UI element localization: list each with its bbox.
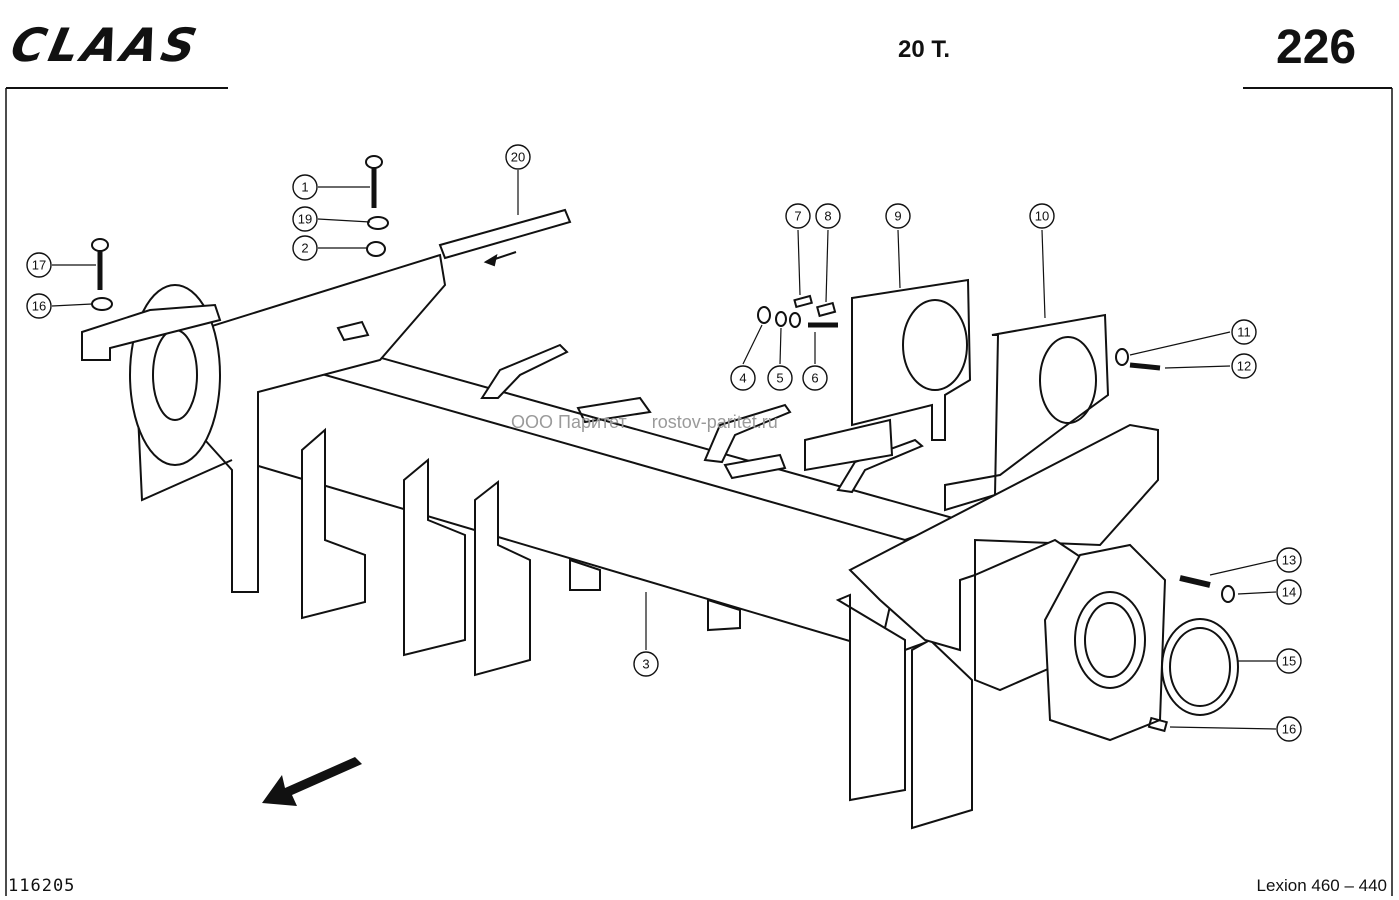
watermark: ООО Паритет rostov-paritet.ru <box>511 412 778 432</box>
callout-label: 20 <box>511 150 525 165</box>
callout-circle <box>292 206 318 232</box>
callout-10: 10 <box>1029 203 1055 229</box>
drawing-number: 116205 <box>8 876 76 896</box>
callout-circle <box>815 203 841 229</box>
clamp-block <box>81 303 222 361</box>
callout-label: 17 <box>32 258 46 273</box>
hardware <box>91 155 1235 733</box>
callout-circle <box>785 203 811 229</box>
callout-label: 1 <box>301 180 308 195</box>
callout-label: 2 <box>301 241 308 256</box>
callout-circle <box>1231 353 1257 379</box>
callout-label: 16 <box>32 299 46 314</box>
callout-label: 16 <box>1282 722 1296 737</box>
callout-circle <box>1231 319 1257 345</box>
callout-circle <box>885 203 911 229</box>
callout-15: 15 <box>1276 648 1302 674</box>
callout-circle <box>26 293 52 319</box>
callout-label: 10 <box>1035 209 1049 224</box>
callout-13: 13 <box>1276 547 1302 573</box>
callout-20: 20 <box>505 144 531 170</box>
callout-label: 5 <box>776 371 783 386</box>
callout-label: 13 <box>1282 553 1296 568</box>
callout-circle <box>730 365 756 391</box>
mounting-plate-10 <box>944 313 1110 512</box>
callout-circle <box>802 365 828 391</box>
plate-strip <box>804 418 894 472</box>
callout-8: 8 <box>815 203 841 229</box>
callout-16: 16 <box>1276 716 1302 742</box>
callout-label: 9 <box>894 209 901 224</box>
callout-4: 4 <box>730 365 756 391</box>
callout-label: 6 <box>811 371 818 386</box>
callout-label: 7 <box>794 209 801 224</box>
callout-circle <box>26 252 52 278</box>
callout-6: 6 <box>802 365 828 391</box>
callout-label: 8 <box>824 209 831 224</box>
callout-12: 12 <box>1231 353 1257 379</box>
callout-9: 9 <box>885 203 911 229</box>
callout-19: 19 <box>292 206 318 232</box>
callout-circle <box>633 651 659 677</box>
callout-7: 7 <box>785 203 811 229</box>
callout-circle <box>1029 203 1055 229</box>
page-number: 226 <box>1276 21 1357 74</box>
callout-14: 14 <box>1276 579 1302 605</box>
callout-16: 16 <box>26 293 52 319</box>
group-code: 20 T. <box>898 36 951 63</box>
callout-3: 3 <box>633 651 659 677</box>
callout-17: 17 <box>26 252 52 278</box>
callout-2: 2 <box>292 235 318 261</box>
callout-label: 3 <box>642 657 649 672</box>
callout-1: 1 <box>292 174 318 200</box>
callout-5: 5 <box>767 365 793 391</box>
leader-lines <box>51 170 1277 730</box>
callout-circle <box>1276 648 1302 674</box>
callout-circle <box>767 365 793 391</box>
callout-circle <box>292 235 318 261</box>
callout-label: 15 <box>1282 654 1296 669</box>
callout-circle <box>292 174 318 200</box>
mounting-plate-9 <box>851 278 972 441</box>
hanging-plates <box>301 427 973 830</box>
callout-11: 11 <box>1231 319 1257 345</box>
callout-label: 11 <box>1237 325 1251 340</box>
travel-direction-arrow <box>262 757 362 806</box>
top-straps <box>336 320 924 494</box>
callout-label: 12 <box>1237 359 1251 374</box>
callout-label: 19 <box>298 212 312 227</box>
seal-ring <box>1161 618 1239 716</box>
model-label: Lexion 460 – 440 <box>1256 876 1387 895</box>
callout-label: 4 <box>739 371 746 386</box>
wear-strip <box>438 208 572 267</box>
right-flange <box>1043 543 1167 742</box>
callout-circle <box>1276 716 1302 742</box>
callout-label: 14 <box>1282 585 1296 600</box>
callout-circle <box>505 144 531 170</box>
right-end-plate <box>848 423 1159 652</box>
callout-circle <box>1276 579 1302 605</box>
callout-circle <box>1276 547 1302 573</box>
